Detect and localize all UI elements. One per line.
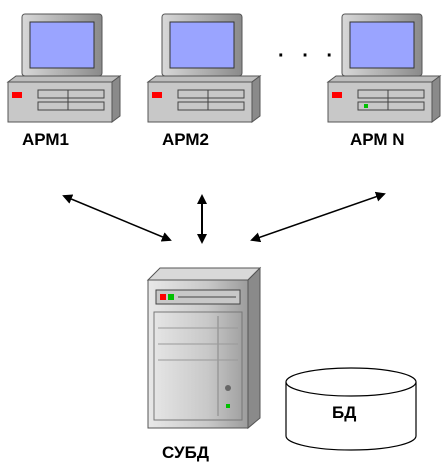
- computer-icon: [146, 13, 262, 123]
- arrow-armn-dbms: [250, 191, 386, 243]
- workstation-label: АРМ2: [162, 130, 209, 149]
- computer-icon: [326, 13, 442, 123]
- ellipsis: · · ·: [278, 45, 339, 67]
- database-label: БД: [332, 403, 356, 422]
- server-icon: [146, 266, 262, 430]
- server-label: СУБД: [162, 443, 209, 462]
- workstation-label: АРМ1: [22, 130, 69, 149]
- computer-icon: [6, 13, 122, 123]
- workstation-2: АРМ2: [146, 13, 262, 149]
- database-cylinder-icon: [285, 367, 417, 451]
- workstation-1: АРМ1: [6, 13, 122, 149]
- workstation-label: АРМ N: [350, 130, 405, 149]
- workstation-n: АРМ N: [326, 13, 442, 149]
- server: СУБД: [146, 266, 262, 462]
- database: БД: [285, 367, 417, 451]
- arrow-arm1-dbms: [62, 194, 172, 242]
